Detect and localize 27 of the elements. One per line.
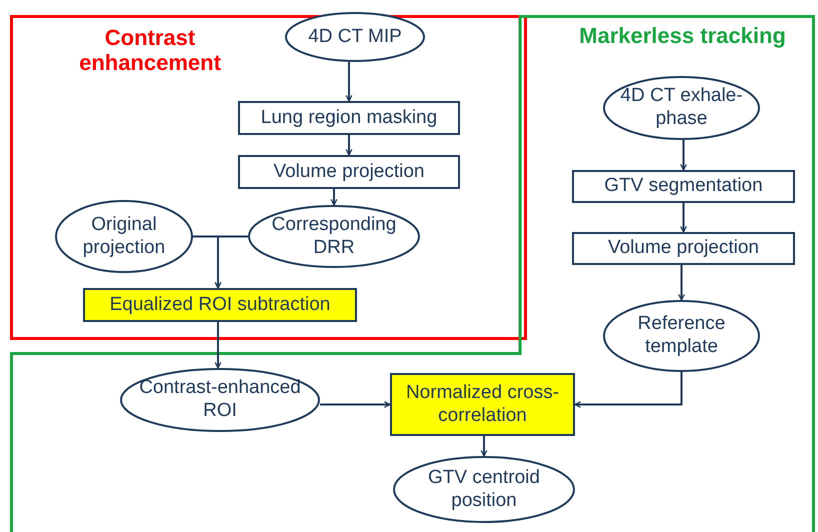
process-ellipse: Original projection: [55, 200, 193, 273]
process-ellipse: Corresponding DRR: [248, 205, 420, 268]
arrow: [214, 236, 248, 289]
arrow: [680, 203, 687, 233]
process-box: Lung region masking: [238, 101, 460, 135]
highlighted-process-box: Normalized cross-correlation: [390, 373, 575, 436]
process-ellipse: 4D CT MIP: [285, 12, 425, 62]
process-box: Volume projection: [238, 155, 460, 189]
process-ellipse: 4D CT exhale-phase: [603, 76, 760, 140]
arrow: [330, 189, 338, 206]
process-ellipse: GTV centroid position: [393, 456, 575, 523]
group-heading: Markerless tracking: [578, 23, 787, 48]
arrow: [346, 62, 352, 102]
highlighted-process-box: Equalized ROI subtraction: [83, 288, 357, 322]
group-heading: Contrast enhancement: [78, 25, 222, 76]
arrow: [320, 401, 391, 408]
arrow: [680, 140, 687, 171]
process-box: GTV segmentation: [572, 170, 795, 203]
arrow: [678, 265, 685, 301]
arrow: [574, 372, 682, 408]
process-box: Volume projection: [572, 232, 795, 265]
arrow: [214, 322, 222, 369]
process-ellipse: Contrast-enhanced ROI: [120, 368, 320, 432]
group-panel: [10, 15, 527, 340]
arrow: [346, 135, 352, 156]
arrow: [480, 436, 488, 457]
process-ellipse: Reference template: [603, 300, 760, 372]
